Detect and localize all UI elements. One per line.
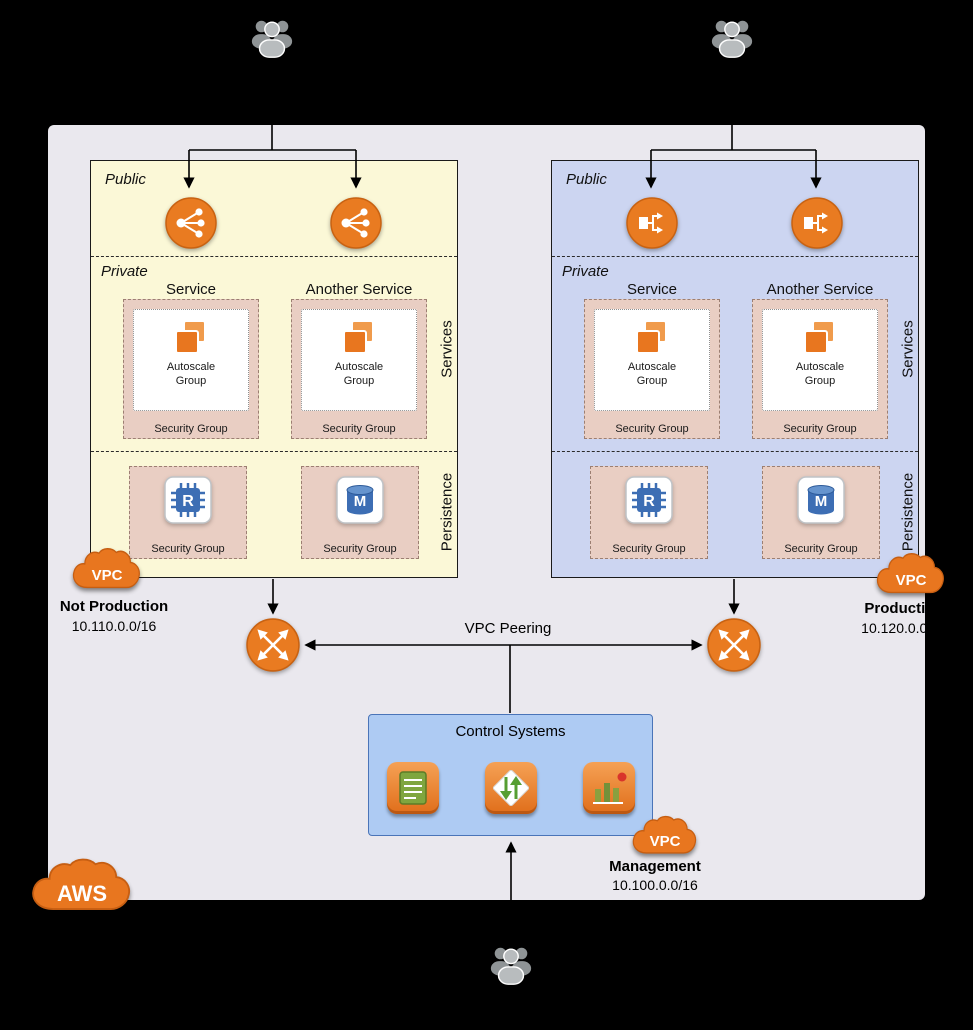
service-title: Service (626, 281, 678, 298)
security-group-label: Security Group (154, 423, 228, 435)
aws-cloud-icon: AWS (28, 856, 136, 920)
load-balancer-icon (165, 197, 217, 249)
autoscale-stack-icon (804, 320, 835, 354)
autoscale-group-label: Autoscale Group (334, 361, 384, 387)
redis-letter: R (182, 493, 194, 510)
control-systems-box: Control Systems (368, 714, 653, 836)
security-group-label: Security Group (784, 543, 858, 555)
vpc-cidr-label: 10.120.0.0/16 (861, 620, 947, 636)
private-zone-label: Private (101, 263, 148, 280)
autoscale-group-box: Autoscale Group (762, 309, 878, 411)
redis-letter: R (643, 493, 655, 510)
vpc-name-label: Production (864, 600, 944, 617)
mysql-letter: M (815, 493, 828, 510)
security-group-box: M Security Group (301, 466, 419, 559)
vpc-not-production-box: Public (90, 160, 458, 578)
security-group-label: Security Group (615, 423, 689, 435)
autoscale-stack-icon (343, 320, 374, 354)
mysql-database-icon: M (795, 474, 847, 526)
persistence-axis-label: Persistence (899, 472, 917, 552)
security-group-box: R Security Group (129, 466, 247, 559)
public-zone-label: Public (105, 171, 146, 188)
vpc-badge-label: VPC (91, 566, 123, 584)
autoscale-stack-icon (175, 320, 206, 354)
vpc-cidr-label: 10.100.0.0/16 (612, 877, 698, 893)
vpc-production-box: Public Private Service Another Service (551, 160, 919, 578)
vpc-peering-router-icon (707, 618, 761, 672)
security-group-label: Security Group (322, 423, 396, 435)
control-systems-title: Control Systems (455, 723, 566, 740)
mysql-letter: M (354, 493, 367, 510)
security-group-box: Autoscale Group Security Group (291, 299, 427, 439)
app-load-balancer-icon (626, 197, 678, 249)
metrics-chart-icon (583, 762, 635, 814)
security-group-label: Security Group (783, 423, 857, 435)
another-service-title: Another Service (305, 281, 413, 298)
redis-cache-icon: R (623, 474, 675, 526)
autoscale-group-label: Autoscale Group (627, 361, 677, 387)
vpc-peering-router-icon (246, 618, 300, 672)
vpc-badge-label: VPC (649, 833, 681, 851)
services-axis-label: Services (899, 320, 917, 378)
vpc-badge-label: VPC (895, 571, 927, 589)
user-group-icon (488, 941, 534, 989)
private-zone-label: Private (562, 263, 609, 280)
public-private-divider (91, 256, 457, 257)
autoscale-group-box: Autoscale Group (301, 309, 417, 411)
vpc-cloud-icon: VPC (630, 814, 700, 861)
vpc-name-label: Not Production (59, 598, 169, 615)
services-persistence-divider (552, 451, 918, 452)
security-group-box: Autoscale Group Security Group (584, 299, 720, 439)
aws-badge-label: AWS (56, 881, 108, 907)
public-zone-label: Public (566, 171, 607, 188)
autoscale-group-box: Autoscale Group (594, 309, 710, 411)
mysql-database-icon: M (334, 474, 386, 526)
security-group-box: M Security Group (762, 466, 880, 559)
load-balancer-icon (330, 197, 382, 249)
security-group-box: Autoscale Group Security Group (752, 299, 888, 439)
vpc-peering-label: VPC Peering (464, 620, 552, 637)
security-group-box: Autoscale Group Security Group (123, 299, 259, 439)
config-list-icon (387, 762, 439, 814)
security-group-label: Security Group (151, 543, 225, 555)
autoscale-group-box: Autoscale Group (133, 309, 249, 411)
services-persistence-divider (91, 451, 457, 452)
public-private-divider (552, 256, 918, 257)
service-title: Service (165, 281, 217, 298)
vpc-name-label: Management (609, 858, 701, 875)
redis-cache-icon: R (162, 474, 214, 526)
app-load-balancer-icon (791, 197, 843, 249)
security-group-label: Security Group (323, 543, 397, 555)
vpc-cidr-label: 10.110.0.0/16 (71, 618, 157, 634)
security-group-label: Security Group (612, 543, 686, 555)
vpc-cloud-icon: VPC (874, 551, 948, 601)
persistence-axis-label: Persistence (438, 472, 456, 552)
security-group-box: R Security Group (590, 466, 708, 559)
pipeline-arrows-icon (485, 762, 537, 814)
services-axis-label: Services (438, 320, 456, 378)
autoscale-group-label: Autoscale Group (795, 361, 845, 387)
autoscale-stack-icon (636, 320, 667, 354)
user-group-icon (249, 14, 295, 62)
vpc-cloud-icon: VPC (70, 546, 144, 596)
autoscale-group-label: Autoscale Group (166, 361, 216, 387)
another-service-title: Another Service (766, 281, 874, 298)
user-group-icon (709, 14, 755, 62)
